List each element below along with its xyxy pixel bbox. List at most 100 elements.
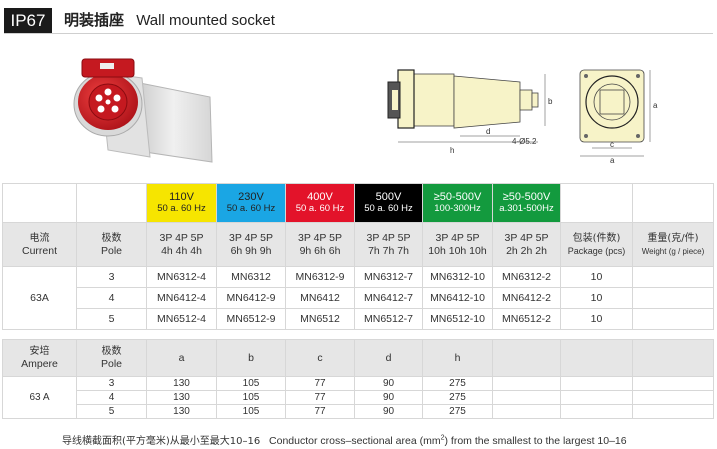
dim-value: 77 [285,376,355,391]
dim-label-h: h [450,146,454,155]
model-number: MN6412-2 [492,287,561,309]
pole-header-en: Pole [100,244,122,257]
model-number: MN6312-10 [422,266,493,288]
blank-cell [560,339,633,377]
voltage-label: 500V [375,191,402,203]
title-divider [4,33,713,34]
pole-value: 4 [76,390,147,405]
model-number: MN6312-9 [285,266,355,288]
poles-hours-cell: 3P 4P 5P 6h 9h 9h [216,222,286,267]
model-number: MN6512-10 [422,308,493,330]
voltage-label: 230V [238,191,264,203]
blank-cell [560,390,633,405]
blank-cell [632,404,714,419]
model-number: MN6512 [285,308,355,330]
current-value: 63A [2,266,77,330]
package-value: 10 [560,266,633,288]
side-view-drawing: h d b 4-Ø5.2 [387,69,553,155]
table-row: 63A 3 MN6312-4 MN6312 MN6312-9 MN6312-7 … [2,266,714,330]
dim-value: 77 [285,390,355,405]
product-photo [73,58,213,163]
blank-cell [632,183,714,223]
table-row: 5 130 105 77 90 275 [3,404,714,419]
model-number: MN6512-4 [146,308,217,330]
title-cn: 明装插座 [64,11,125,29]
ip-rating-badge: IP67 [4,8,52,33]
blank-cell [492,376,561,391]
dim-value: 275 [422,390,493,405]
weight-header: 重量(克/件) Weight (g / piece) [632,222,714,267]
footer-cn: 导线横截面积(平方毫米)从最小至最大10–16 [62,436,261,447]
dim-label-c: c [610,140,614,149]
ampere-value: 63 A [2,376,77,419]
dim-col-header: a [146,339,217,377]
ampere-header-cn: 安培 [29,346,50,357]
poles-hours-cell: 3P 4P 5P 9h 6h 6h [285,222,355,267]
blank-cell [492,390,561,405]
blank-cell [2,183,77,223]
blank-cell [632,390,714,405]
model-number: MN6412 [285,287,355,309]
page-title: 明装插座 Wall mounted socket [64,8,275,33]
footer-en-pre: Conductor cross–sectional area (mm [269,435,441,447]
model-number: MN6512-7 [354,308,423,330]
blank-cell [632,339,714,377]
ampere-header-en: Ampere [21,358,58,370]
pole-value: 3 [76,376,147,391]
frequency-label: 100-300Hz [434,203,481,214]
dim-col-header: d [354,339,423,377]
dim-value: 105 [216,404,286,419]
model-number: MN6312-4 [146,266,217,288]
title-en: Wall mounted socket [136,12,275,29]
current-header-cn: 电流 [29,232,50,244]
table-row: 5 MN6512-4 MN6512-9 MN6512 MN6512-7 MN65… [3,308,714,330]
blank-cell [492,339,561,377]
dim-label-a: a [610,156,615,164]
weight-header-en: Weight (g / piece) [641,246,705,256]
blank-cell [632,376,714,391]
dim-label-b: b [548,97,553,106]
blank-cell [560,183,633,223]
dim-value: 90 [354,390,423,405]
dim-value: 77 [285,404,355,419]
frequency-label: 50 a. 60 Hz [226,203,276,214]
dim-col-header: h [422,339,493,377]
dim-col-header: c [285,339,355,377]
package-header-en: Package (pcs) [567,245,626,256]
package-header-cn: 包装(件数) [572,232,621,244]
model-number: MN6312-2 [492,266,561,288]
blank-cell [76,183,147,223]
dim-value: 275 [422,404,493,419]
dim-label-holes: 4-Ø5.2 [512,137,537,146]
weight-header-cn: 重量(克/件) [647,232,699,244]
model-number: MN6412-7 [354,287,423,309]
package-value: 10 [560,308,633,330]
table-row: 4 130 105 77 90 275 [3,390,714,405]
pole-value: 4 [76,287,147,309]
footer-note: 导线横截面积(平方毫米)从最小至最大10–16 Conductor cross–… [62,432,627,448]
pole-header-en: Pole [100,358,122,370]
dim-value: 90 [354,376,423,391]
weight-value [632,308,714,330]
model-number: MN6412-4 [146,287,217,309]
blank-cell [560,376,633,391]
dim-value: 130 [146,404,217,419]
model-number: MN6412-10 [422,287,493,309]
model-number: MN6312-7 [354,266,423,288]
frequency-label: 50 a. 60 Hz [364,203,413,214]
pole-header-cn: 极数 [101,232,122,244]
dim-label-d: d [486,127,490,136]
dim-label-a-right: a [653,101,658,110]
poles-hours-cell: 3P 4P 5P 2h 2h 2h [492,222,561,267]
blank-cell [492,404,561,419]
